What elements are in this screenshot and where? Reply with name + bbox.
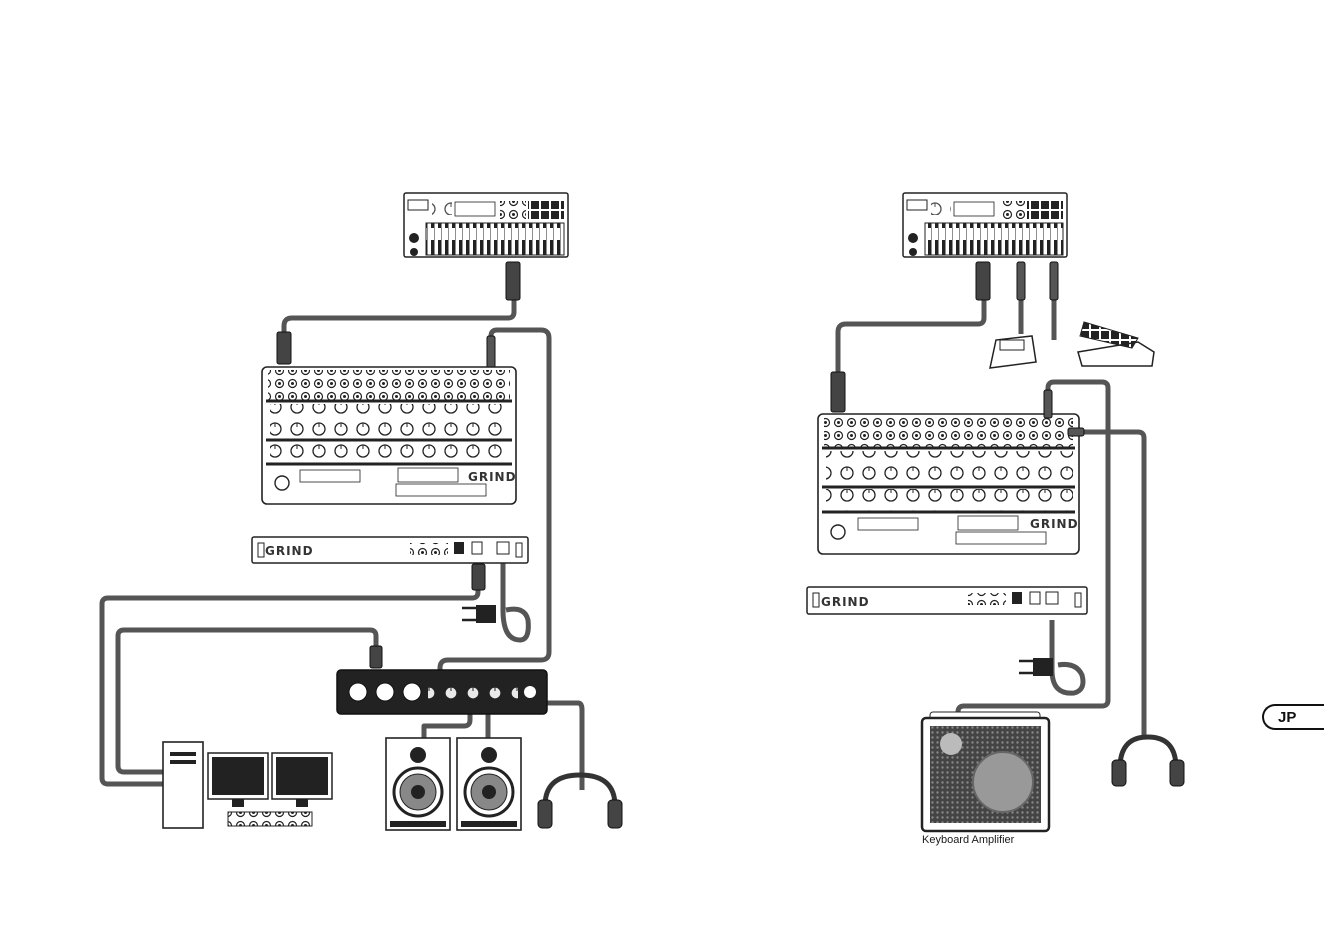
sustain-pedal: [990, 336, 1036, 368]
usb-plug: [506, 262, 520, 300]
usb-plug: [370, 646, 382, 668]
headphones: [1112, 737, 1184, 786]
grind-rack-mount: GRIND: [252, 537, 528, 563]
audio-jack-plug: [487, 336, 495, 370]
power-adapter-cable: [1052, 620, 1083, 693]
keyboard-amplifier-label: Keyboard Amplifier: [922, 834, 1014, 846]
midi-keyboard-usb-cable: [838, 300, 984, 376]
interface-to-monitor-cable-1: [424, 712, 470, 738]
power-adapter-cable: [503, 560, 528, 640]
usb-plug: [277, 332, 291, 364]
audio-jack-plug: [1044, 390, 1052, 418]
left-setup: GRIND GRIND: [102, 193, 622, 830]
language-badge: JP: [1262, 704, 1324, 730]
monitor-display: [208, 753, 268, 807]
studio-monitor: [457, 738, 521, 830]
midi-keyboard-controller: [903, 193, 1067, 257]
computer-keyboard: [228, 812, 312, 826]
usb-plug: [472, 564, 485, 590]
right-setup: GRIND GRIND: [807, 193, 1184, 831]
audio-jack-plug: [1050, 262, 1058, 300]
synth-to-headphone-cable: [1078, 432, 1144, 735]
studio-monitor: [386, 738, 450, 830]
grind-synth: GRIND: [262, 367, 517, 504]
grind-synth: GRIND: [818, 414, 1079, 554]
expression-pedal: [1078, 322, 1154, 366]
synth-logo: GRIND: [1030, 517, 1079, 531]
keyboard-amplifier: [922, 712, 1049, 831]
rack-logo: GRIND: [265, 544, 314, 558]
midi-keyboard-controller: [404, 193, 568, 257]
language-badge-text: JP: [1278, 709, 1296, 726]
grind-rack-mount: GRIND: [807, 587, 1087, 614]
midi-keyboard-usb-cable: [284, 300, 514, 336]
monitor-display: [272, 753, 332, 807]
power-adapter: [1019, 658, 1053, 676]
usb-audio-interface: [337, 670, 547, 714]
usb-plug: [976, 262, 990, 300]
power-adapter: [462, 605, 496, 623]
rack-logo: GRIND: [821, 595, 870, 609]
computer: [163, 742, 332, 828]
usb-plug: [831, 372, 845, 412]
audio-jack-plug: [1068, 428, 1084, 436]
audio-jack-plug: [1017, 262, 1025, 300]
synth-logo: GRIND: [468, 470, 517, 484]
